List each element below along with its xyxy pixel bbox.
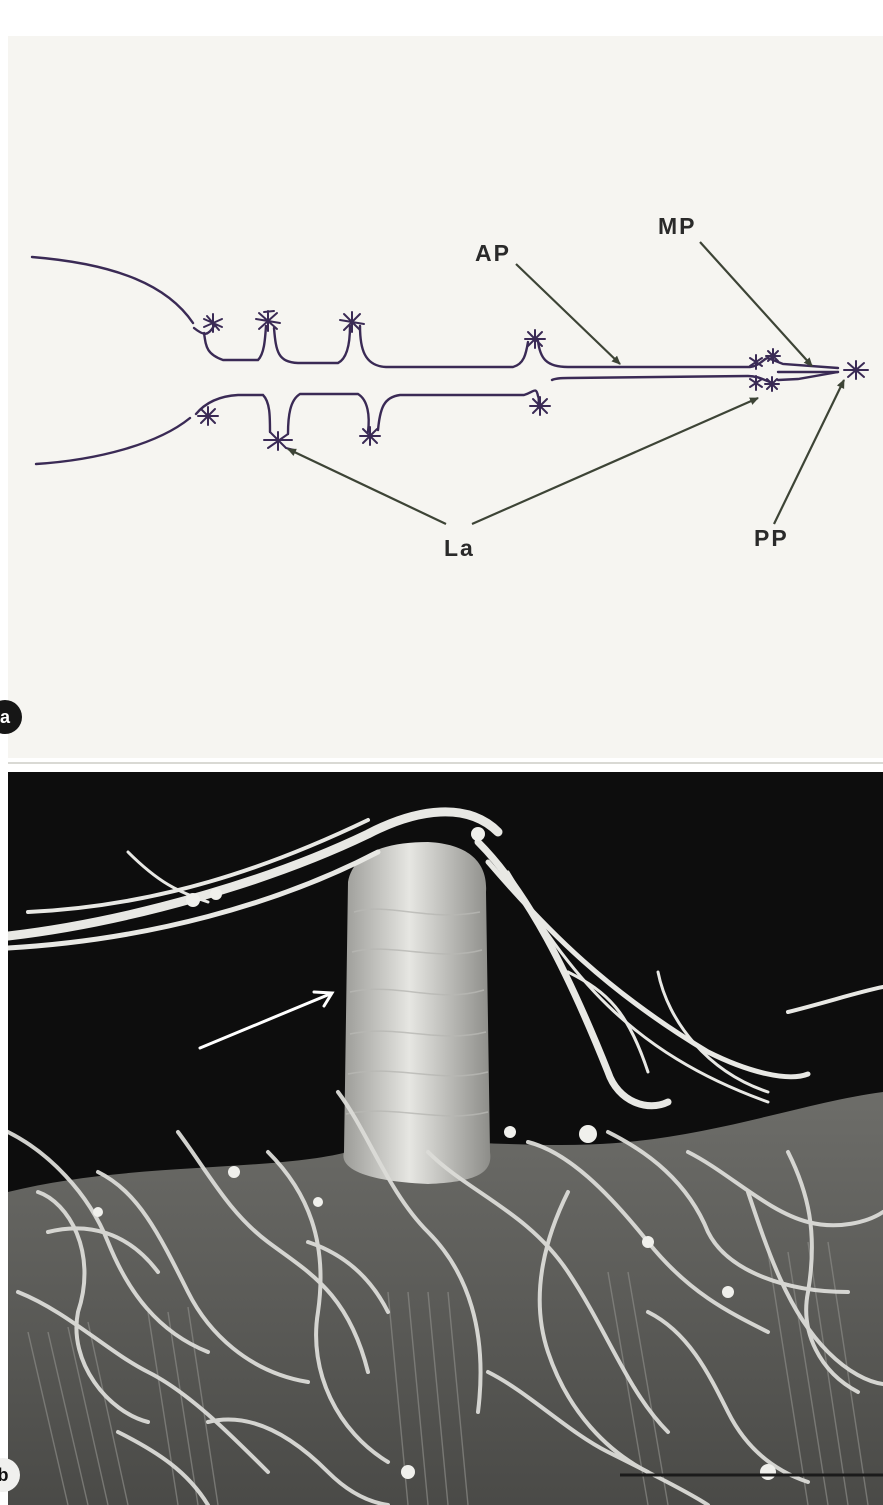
vessel-outline [32, 257, 838, 464]
label-ap: AP [475, 240, 511, 266]
panel-a-schematic: AP MP La PP [8, 36, 883, 758]
pp-arrow [774, 380, 844, 524]
panel-divider [8, 762, 883, 764]
sem-image [8, 772, 883, 1505]
schematic-drawing: AP MP La PP [8, 36, 883, 758]
branch-tips [198, 311, 868, 450]
label-mp: MP [658, 213, 697, 239]
pointer-arrow [200, 992, 332, 1048]
label-pp: PP [754, 525, 789, 551]
panel-b-micrograph [8, 772, 883, 1505]
la-arrow-right [472, 398, 758, 524]
la-arrow-left [288, 449, 446, 524]
label-la: La [444, 535, 475, 561]
mp-arrow [700, 242, 812, 366]
label-arrows [288, 242, 844, 524]
ap-arrow [516, 264, 620, 364]
